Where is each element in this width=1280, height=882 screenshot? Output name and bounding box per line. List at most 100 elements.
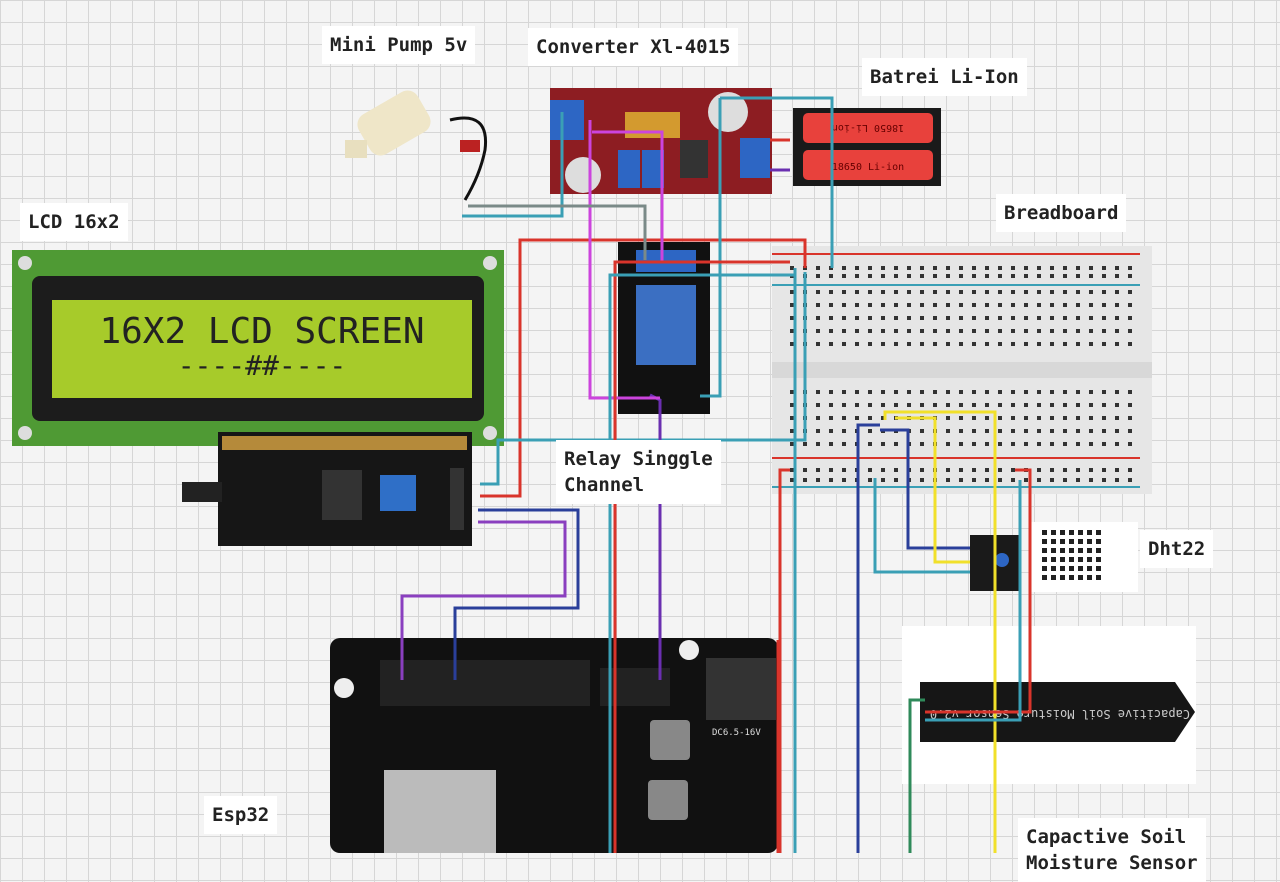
breadboard-hole (1037, 303, 1041, 307)
breadboard-hole (1050, 329, 1054, 333)
label-lcd: LCD 16x2 (20, 203, 128, 241)
breadboard-hole (959, 390, 963, 394)
breadboard-hole (1128, 390, 1132, 394)
breadboard-hole (868, 274, 872, 278)
breadboard-hole (1063, 329, 1067, 333)
breadboard-hole (1024, 390, 1028, 394)
breadboard-hole (1128, 329, 1132, 333)
dht22-vent (1087, 557, 1092, 562)
breadboard-hole (1089, 274, 1093, 278)
breadboard-hole (1037, 403, 1041, 407)
breadboard-hole (1102, 442, 1106, 446)
breadboard-hole (1115, 266, 1119, 270)
breadboard-hole (1037, 316, 1041, 320)
breadboard-hole (1076, 266, 1080, 270)
breadboard-hole (842, 290, 846, 294)
dht22-vent (1060, 557, 1065, 562)
breadboard-hole (998, 342, 1002, 346)
breadboard-hole (1089, 290, 1093, 294)
breadboard-hole (829, 442, 833, 446)
breadboard-hole (985, 403, 989, 407)
dht22-vent (1060, 539, 1065, 544)
label-breadboard: Breadboard (996, 194, 1127, 232)
breadboard-hole (1050, 442, 1054, 446)
breadboard-hole (829, 478, 833, 482)
dht22-vent (1060, 566, 1065, 571)
breadboard-hole (855, 403, 859, 407)
breadboard-hole (959, 429, 963, 433)
breadboard-hole (998, 416, 1002, 420)
label-battery: Batrei Li-Ion (862, 58, 1027, 96)
breadboard-hole (829, 403, 833, 407)
breadboard-hole (1089, 266, 1093, 270)
dht22-vent (1060, 575, 1065, 580)
breadboard-hole (920, 266, 924, 270)
breadboard-hole (1037, 442, 1041, 446)
breadboard-hole (1128, 274, 1132, 278)
breadboard-hole (803, 442, 807, 446)
breadboard-hole (868, 478, 872, 482)
breadboard-hole (972, 390, 976, 394)
breadboard-hole (920, 390, 924, 394)
breadboard-hole (881, 416, 885, 420)
breadboard-hole (1102, 274, 1106, 278)
breadboard-hole (816, 274, 820, 278)
breadboard-hole (1011, 403, 1015, 407)
breadboard-hole (1063, 390, 1067, 394)
breadboard-hole (933, 303, 937, 307)
breadboard-hole (1063, 429, 1067, 433)
breadboard-hole (1115, 478, 1119, 482)
breadboard-hole (933, 266, 937, 270)
breadboard-hole (1089, 416, 1093, 420)
breadboard-hole (842, 266, 846, 270)
breadboard-hole (881, 442, 885, 446)
dht22-vent (1051, 530, 1056, 535)
dht22-vent (1069, 566, 1074, 571)
breadboard-hole (855, 274, 859, 278)
breadboard-hole (1050, 266, 1054, 270)
breadboard-hole (1037, 342, 1041, 346)
breadboard-hole (1076, 403, 1080, 407)
breadboard-hole (790, 316, 794, 320)
breadboard-hole (998, 403, 1002, 407)
breadboard-hole (816, 478, 820, 482)
breadboard-hole (816, 442, 820, 446)
breadboard-hole (1011, 329, 1015, 333)
dht22-vent (1042, 548, 1047, 553)
breadboard-hole (1011, 468, 1015, 472)
breadboard-hole (868, 416, 872, 420)
breadboard-hole (855, 329, 859, 333)
breadboard-hole (946, 468, 950, 472)
breadboard-hole (985, 429, 989, 433)
mini-pump (345, 90, 488, 201)
breadboard-hole (1063, 266, 1067, 270)
breadboard-hole (946, 390, 950, 394)
soil-sensor: Capacitive Soil Moisture Sensor v2.0 (902, 626, 1196, 784)
breadboard-hole (1102, 329, 1106, 333)
breadboard-hole (985, 329, 989, 333)
breadboard-hole (881, 403, 885, 407)
dht22-vent (1087, 539, 1092, 544)
breadboard-hole (1115, 342, 1119, 346)
breadboard-hole (1089, 303, 1093, 307)
breadboard-hole (894, 266, 898, 270)
dht22-vent (1096, 566, 1101, 571)
dht22-vent (1060, 548, 1065, 553)
dht22-vent (1087, 566, 1092, 571)
breadboard-hole (881, 390, 885, 394)
breadboard-hole (868, 316, 872, 320)
breadboard-hole (907, 266, 911, 270)
breadboard-hole (1115, 416, 1119, 420)
breadboard-hole (1050, 290, 1054, 294)
breadboard-hole (1076, 303, 1080, 307)
dht22-vent (1078, 530, 1083, 535)
breadboard-hole (946, 266, 950, 270)
breadboard-hole (985, 442, 989, 446)
breadboard-hole (855, 390, 859, 394)
breadboard-hole (1102, 403, 1106, 407)
breadboard-hole (1024, 416, 1028, 420)
breadboard-hole (894, 316, 898, 320)
breadboard-hole (998, 290, 1002, 294)
breadboard-hole (946, 316, 950, 320)
breadboard-hole (959, 290, 963, 294)
